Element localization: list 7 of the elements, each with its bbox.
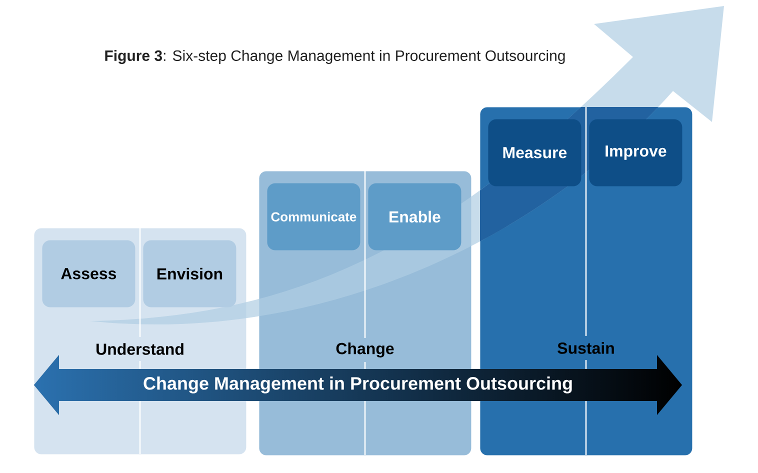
step-box: Envision bbox=[143, 240, 236, 308]
step-box: Communicate bbox=[267, 183, 360, 250]
step-box: Improve bbox=[589, 119, 682, 186]
figure-title: Figure 3: Six-step Change Management in Procurement Outsourcing bbox=[105, 50, 565, 64]
step-box: Enable bbox=[368, 183, 462, 250]
step-box: Measure bbox=[488, 119, 582, 186]
step-box: Assess bbox=[42, 240, 136, 308]
